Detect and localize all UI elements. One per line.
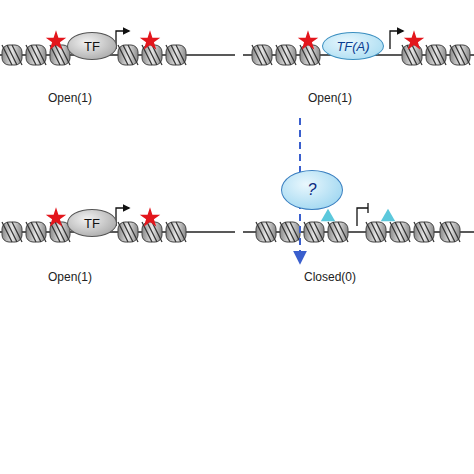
- nucleosome: [2, 45, 22, 65]
- nucleosome: [280, 222, 300, 242]
- nucleosome: [328, 222, 348, 242]
- repressive-mark-triangle: [321, 209, 335, 221]
- nucleosome: [390, 222, 410, 242]
- node-text: TF(A): [336, 40, 369, 53]
- repressive-mark-triangle: [381, 209, 395, 221]
- state-label: Open(1): [46, 270, 94, 284]
- node-text: ?: [308, 182, 317, 198]
- active-mark-star: [404, 30, 424, 49]
- tf-ellipse: TF: [67, 209, 117, 237]
- tss-arrow: [116, 208, 129, 226]
- dna-fiber: [243, 231, 474, 233]
- tss-arrow: [390, 31, 403, 49]
- nucleosome: [118, 222, 138, 242]
- tf-ellipse: TF: [67, 32, 117, 60]
- question-ellipse: ?: [281, 170, 343, 210]
- state-label: Closed(0): [302, 270, 358, 284]
- tss-arrow: [116, 31, 129, 49]
- nucleosome: [26, 222, 46, 242]
- active-mark-star: [46, 30, 66, 49]
- active-mark-star: [298, 30, 318, 49]
- blocked-tss: [357, 203, 368, 226]
- active-mark-star: [140, 30, 160, 49]
- tf-ellipse: TF(A): [322, 32, 384, 60]
- active-mark-star: [140, 207, 160, 226]
- node-text: TF: [84, 40, 100, 53]
- nucleosome: [252, 45, 272, 65]
- node-text: TF: [84, 217, 100, 230]
- nucleosome: [166, 45, 186, 65]
- nucleosome: [366, 222, 386, 242]
- nucleosome: [256, 222, 276, 242]
- nucleosome: [414, 222, 434, 242]
- nucleosome: [118, 45, 138, 65]
- nucleosome: [26, 45, 46, 65]
- nucleosome: [166, 222, 186, 242]
- nucleosome: [426, 45, 446, 65]
- nucleosome: [276, 45, 296, 65]
- state-label: Open(1): [306, 91, 354, 105]
- nucleosome: [450, 45, 470, 65]
- nucleosome: [304, 222, 324, 242]
- active-mark-star: [46, 207, 66, 226]
- nucleosome: [440, 222, 460, 242]
- state-label: Open(1): [46, 91, 94, 105]
- nucleosome: [2, 222, 22, 242]
